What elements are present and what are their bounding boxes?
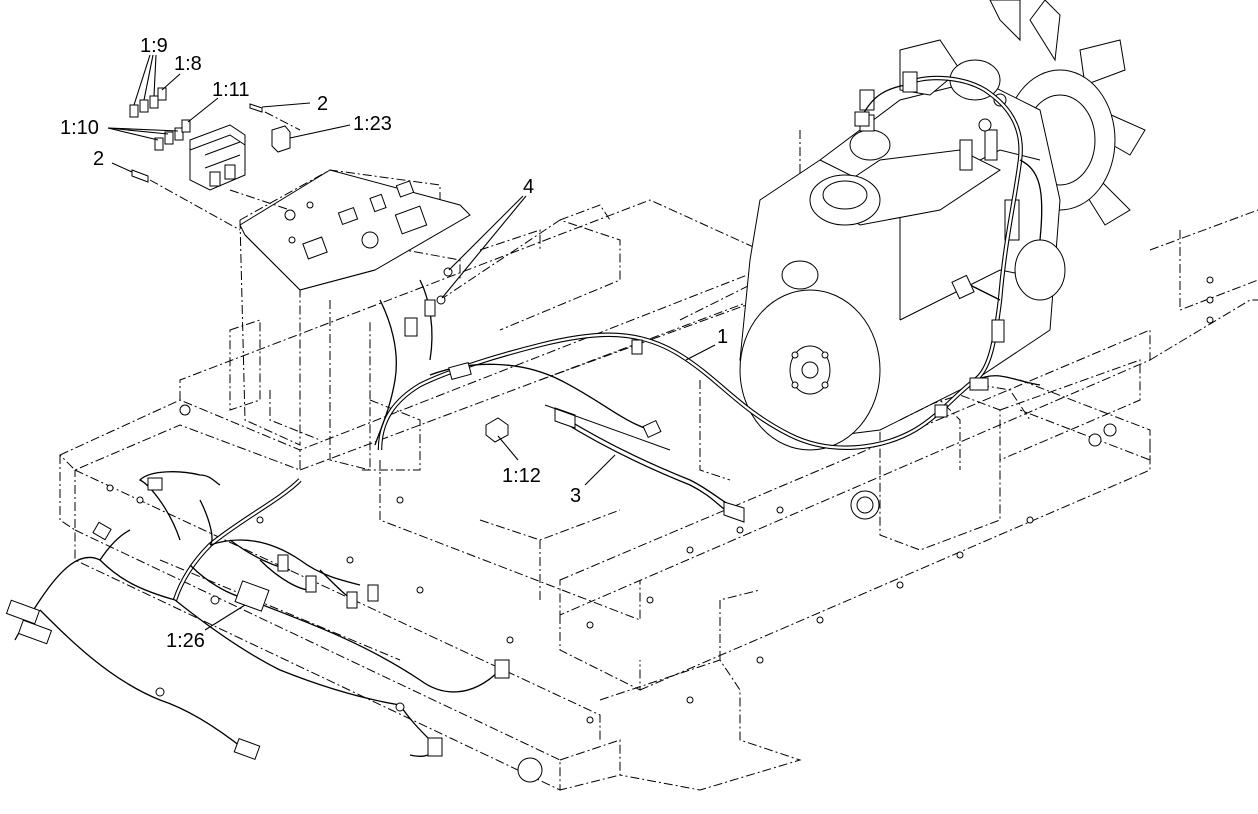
callout-1-11: 1:11 [212,79,249,101]
leader-lines [107,54,716,631]
callout-4: 4 [523,176,534,198]
callout-1-12: 1:12 [502,465,541,487]
engine [739,0,1146,470]
callout-1-23: 1:23 [353,113,392,135]
callout-1-9: 1:9 [140,35,168,57]
callout-2-top: 2 [317,93,328,115]
callout-1-8: 1:8 [174,53,202,75]
callout-1-26: 1:26 [166,630,205,652]
small-parts [436,267,745,523]
callout-1-10: 1:10 [60,117,99,139]
main-harness [374,71,1043,451]
callout-2-left: 2 [93,148,104,170]
callout-labels: 1:9 1:8 1:11 2 1:23 1:10 2 4 1 1:12 3 1:… [60,35,728,652]
control-panel [239,169,471,291]
switch-assembly [129,87,301,231]
callout-3: 3 [570,485,581,507]
callout-1: 1 [717,326,728,348]
main-frame [59,130,1258,791]
front-harness [5,471,510,760]
